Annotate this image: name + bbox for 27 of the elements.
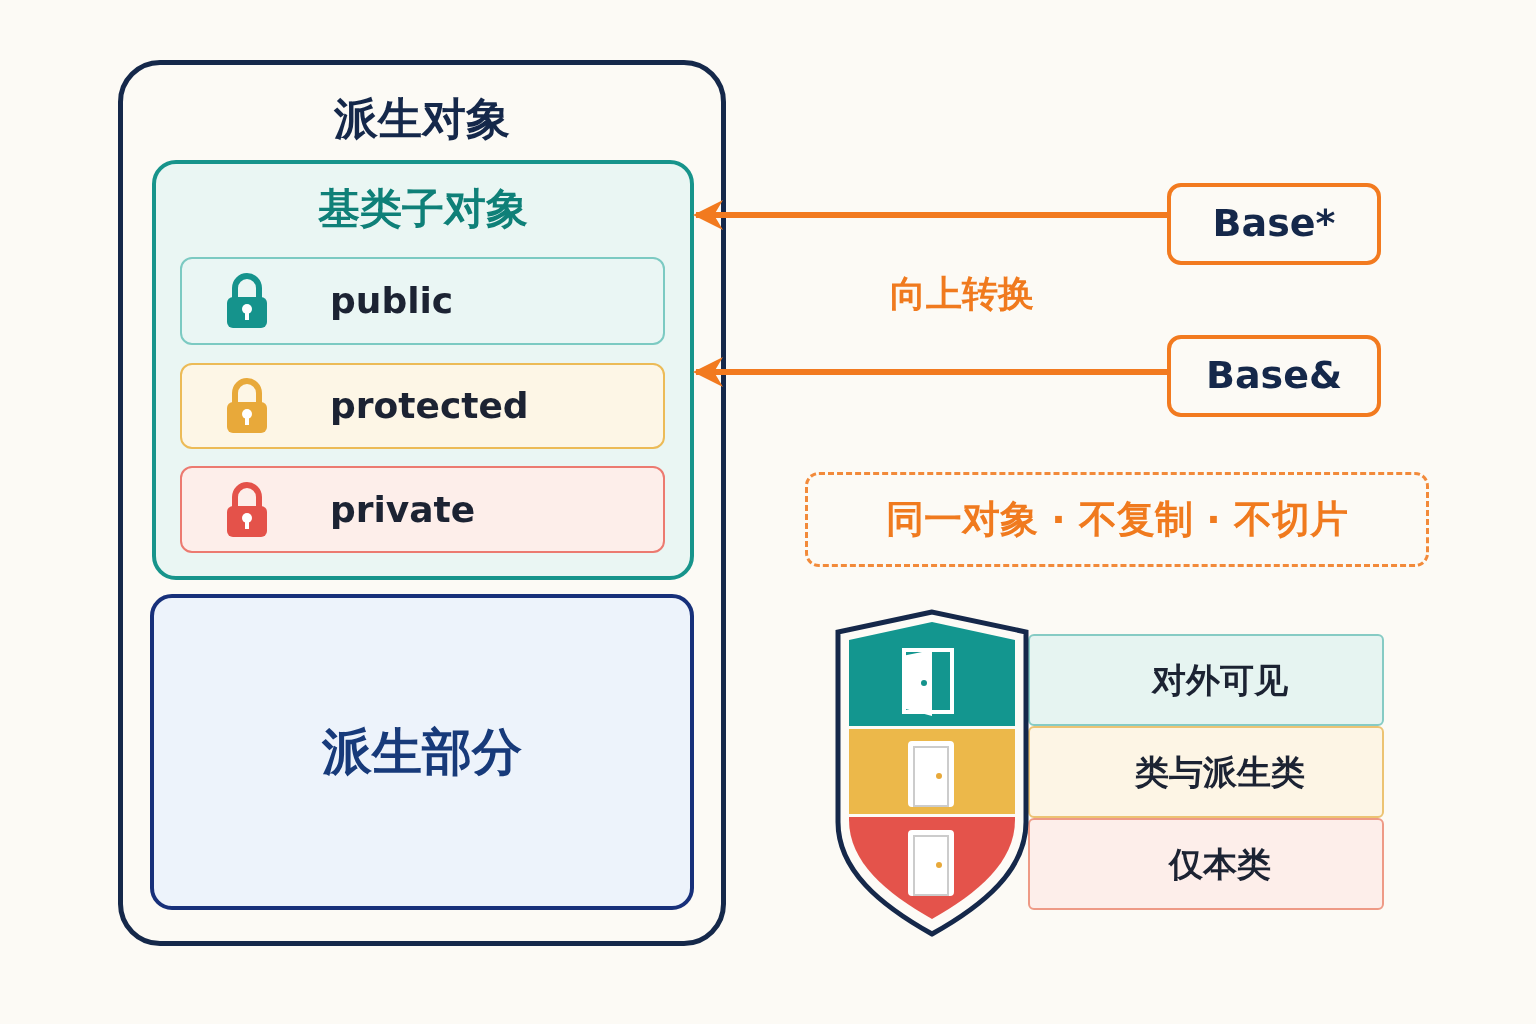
node-title: protected: [330, 384, 529, 428]
visibility-row: [1028, 726, 1384, 818]
visibility-row: [1028, 634, 1384, 726]
access-row: [180, 257, 665, 345]
node-title: 同一对象 · 不复制 · 不切片: [886, 496, 1348, 543]
arrow: [693, 357, 1167, 387]
node-title: public: [330, 279, 454, 323]
pointer-box: [1167, 183, 1381, 265]
visibility-row: [1028, 818, 1384, 910]
annotation-text: 向上转换: [890, 272, 1034, 316]
node-title: 对外可见: [1152, 659, 1288, 701]
node-title: 基类子对象: [318, 184, 528, 235]
node-title: 类与派生类: [1135, 751, 1305, 793]
node-title: 派生部分: [322, 722, 522, 782]
arrow: [693, 200, 1167, 230]
node-title: Base*: [1212, 201, 1336, 247]
reference-box: [1167, 335, 1381, 417]
derived-part-panel: [150, 594, 694, 910]
node-title: 仅本类: [1169, 843, 1271, 885]
subobject-panel: [152, 160, 694, 580]
note-box: [805, 472, 1429, 567]
node-title: Base&: [1205, 353, 1343, 399]
node-title: private: [330, 487, 476, 532]
access-row: [180, 466, 665, 553]
access-row: [180, 363, 665, 449]
node-title: 派生对象: [334, 93, 510, 146]
object-frame: [118, 60, 726, 946]
